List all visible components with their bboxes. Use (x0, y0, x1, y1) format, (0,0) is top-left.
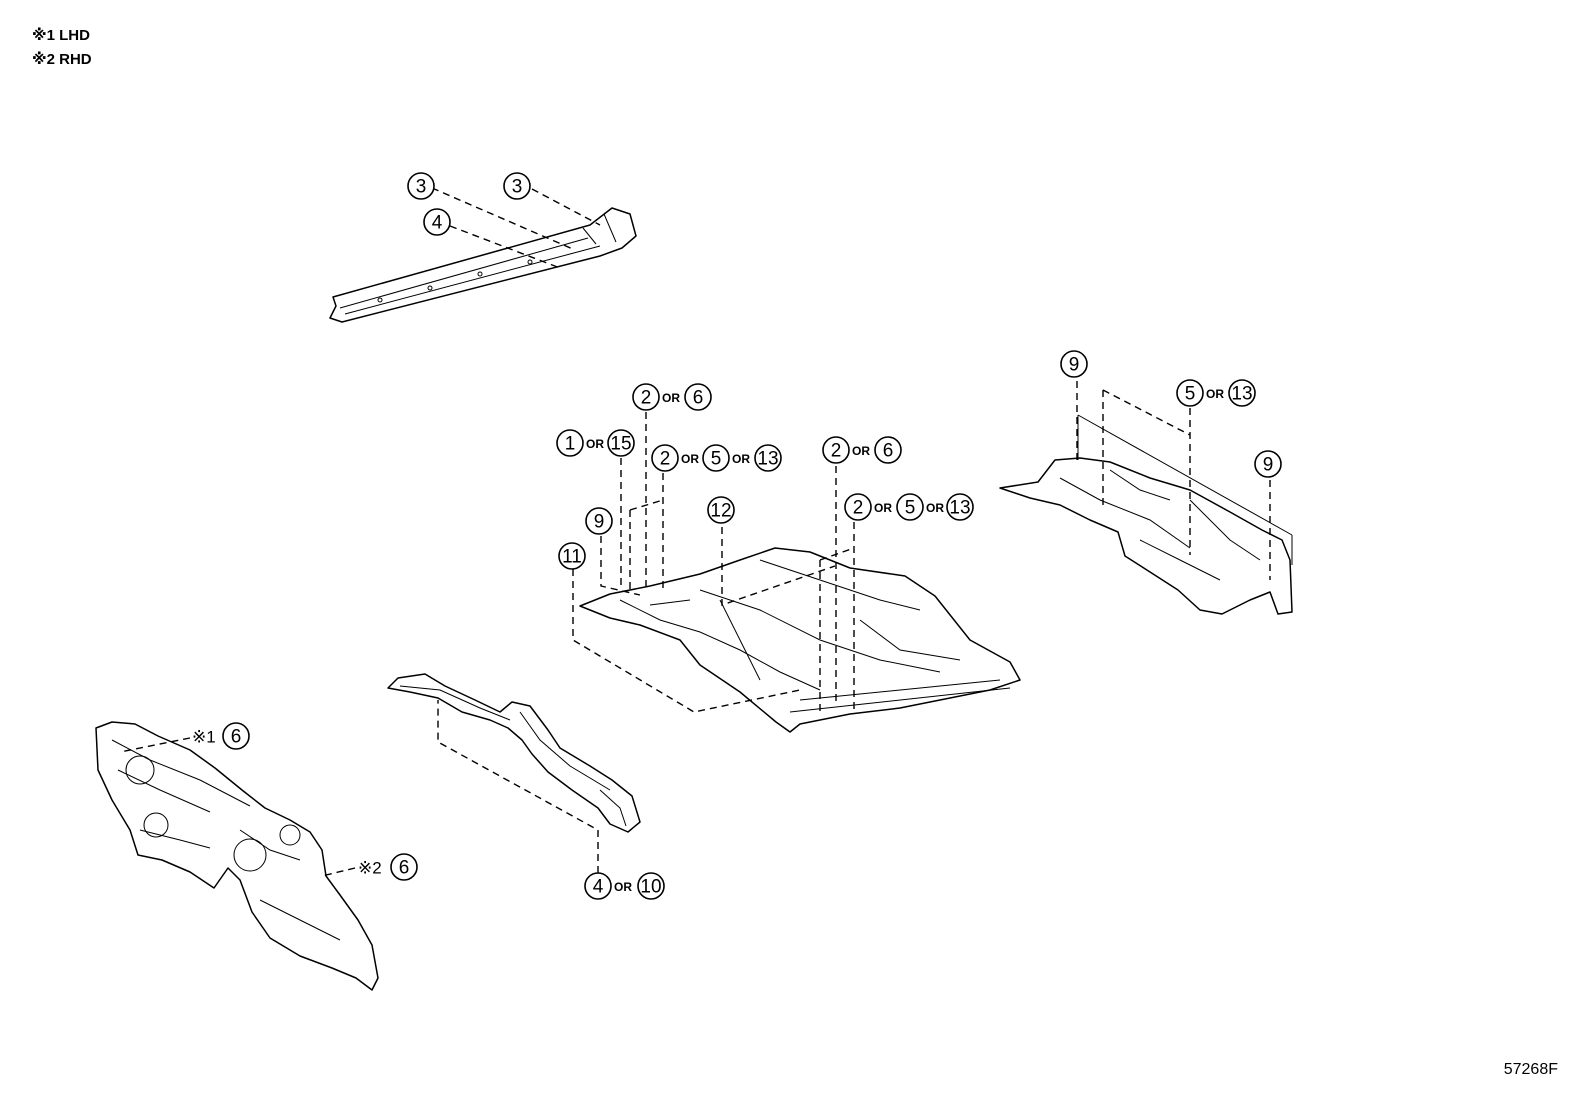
svg-text:13: 13 (757, 449, 778, 470)
svg-text:4: 4 (593, 877, 604, 898)
rear-floor-part (999, 414, 1293, 615)
svg-text:11: 11 (562, 547, 582, 568)
callout-9-rear-left: 9 (1060, 350, 1088, 378)
svg-text:5: 5 (905, 498, 916, 519)
svg-text:6: 6 (399, 858, 410, 879)
svg-text:1: 1 (565, 434, 576, 455)
rocker-panel-part (329, 207, 637, 323)
callout-2-or-5-or-13-b: 2 OR 5 OR 13 (844, 493, 974, 521)
svg-text:5: 5 (1185, 384, 1196, 405)
svg-text:OR: OR (926, 501, 944, 515)
svg-text:9: 9 (594, 512, 605, 533)
svg-text:4: 4 (432, 213, 443, 234)
svg-text:6: 6 (693, 388, 704, 409)
svg-text:OR: OR (614, 880, 632, 894)
svg-text:OR: OR (852, 444, 870, 458)
svg-text:13: 13 (949, 498, 970, 519)
callout-2-or-6-a: 2 OR 6 (632, 383, 712, 411)
callout-9-front: 9 (585, 507, 613, 535)
illustration-code: 57268F (1503, 1061, 1558, 1078)
callout-4: 4 (423, 208, 451, 236)
svg-text:OR: OR (662, 391, 680, 405)
callout-1-or-15: 1 OR 15 (556, 429, 635, 457)
cross-member-part (387, 673, 641, 833)
svg-text:15: 15 (610, 434, 631, 455)
svg-text:2: 2 (641, 388, 652, 409)
callout-lhd-6: ※1 6 (192, 722, 250, 750)
svg-text:OR: OR (874, 501, 892, 515)
svg-text:OR: OR (586, 437, 604, 451)
svg-text:3: 3 (512, 177, 523, 198)
dash-panel-part (95, 721, 379, 991)
leader-lines (119, 187, 1271, 877)
legend-rhd: ※2 RHD (32, 51, 92, 68)
svg-text:※2: ※2 (358, 859, 382, 878)
svg-text:9: 9 (1069, 355, 1080, 376)
callout-3-a: 3 (407, 172, 435, 200)
callout-11: 11 (558, 542, 586, 570)
callout-2-or-6-b: 2 OR 6 (822, 436, 902, 464)
svg-text:2: 2 (831, 441, 842, 462)
svg-text:6: 6 (231, 727, 242, 748)
svg-text:10: 10 (640, 877, 661, 898)
svg-text:13: 13 (1231, 384, 1252, 405)
callout-12: 12 (707, 496, 735, 524)
front-floor-part (579, 547, 1021, 733)
callout-3-b: 3 (503, 172, 531, 200)
legend: ※1 LHD ※2 RHD (32, 24, 92, 72)
svg-text:9: 9 (1263, 455, 1274, 476)
svg-text:2: 2 (660, 449, 671, 470)
legend-lhd: ※1 LHD (32, 27, 90, 44)
callout-9-rear-right: 9 (1254, 450, 1282, 478)
svg-text:6: 6 (883, 441, 894, 462)
svg-text:OR: OR (732, 452, 750, 466)
svg-text:12: 12 (710, 501, 731, 522)
callout-2-or-5-or-13-a: 2 OR 5 OR 13 (651, 444, 782, 472)
callout-4-or-10: 4 OR 10 (584, 872, 665, 900)
svg-text:3: 3 (416, 177, 427, 198)
svg-text:OR: OR (681, 452, 699, 466)
svg-text:※1: ※1 (192, 728, 216, 747)
callout-5-or-13-rear: 5 OR 13 (1176, 379, 1256, 407)
callout-rhd-6: ※2 6 (358, 853, 418, 881)
svg-text:2: 2 (853, 498, 864, 519)
svg-text:OR: OR (1206, 387, 1224, 401)
svg-text:5: 5 (711, 449, 722, 470)
